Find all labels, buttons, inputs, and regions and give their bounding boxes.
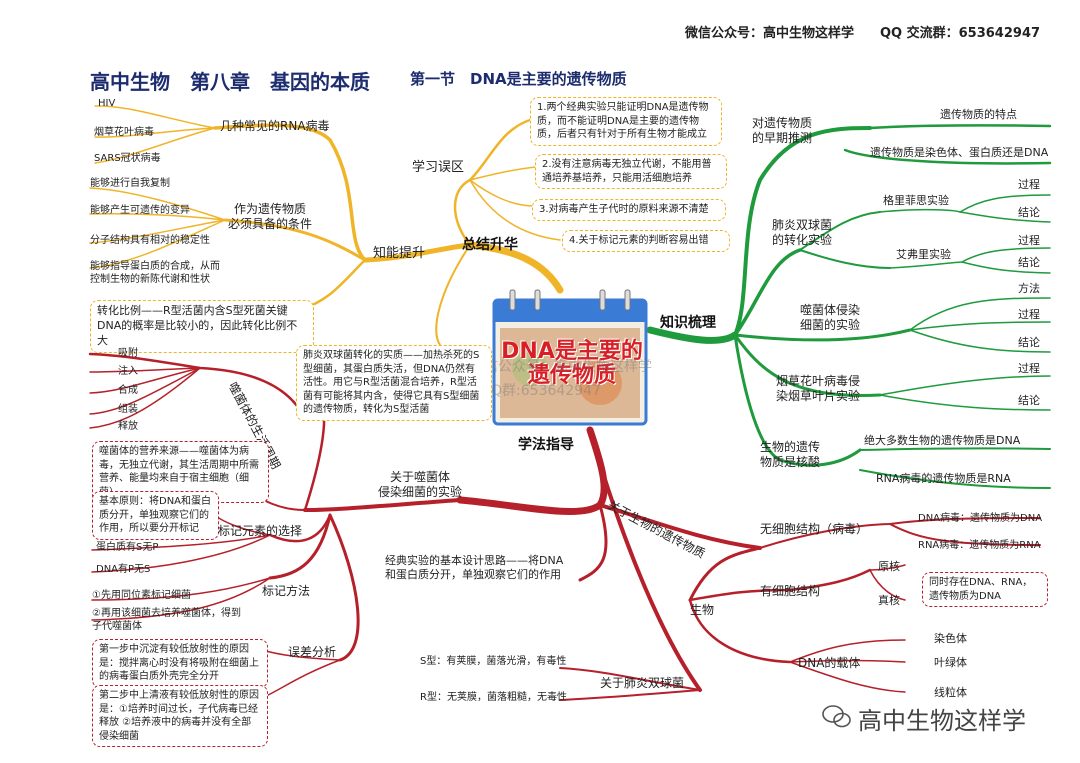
page-title: 高中生物 第八章 基因的本质 <box>90 70 370 94</box>
label-method-label: 标记方法 <box>262 584 311 598</box>
center-watermark-qq: QQ群:653642947 <box>480 383 601 399</box>
lifecycle-release: 释放 <box>118 421 138 432</box>
eukaryote-label: 真核 <box>878 594 900 607</box>
label-dna: DNA有P无S <box>96 564 151 575</box>
center-watermark: 微信公众号：高中生物这样学 <box>470 359 652 375</box>
lifecycle-synthesize: 合成 <box>118 385 138 396</box>
condition-3: 分子结构具有相对的稳定性 <box>90 235 210 246</box>
center-card <box>492 289 648 426</box>
avery-conclusion: 结论 <box>1018 256 1040 269</box>
griffith-label: 格里菲思实验 <box>883 194 949 207</box>
essence-box: 肺炎双球菌转化的实质——加热杀死的S型细菌，其蛋白质失活，但DNA仍然有活性。用… <box>296 345 492 421</box>
pneumo-s-type: S型：有荚膜，菌落光滑，有毒性 <box>420 656 567 667</box>
mistakes-label: 学习误区 <box>412 160 465 175</box>
conditions-label: 作为遗传物质 必须具备的条件 <box>228 202 313 231</box>
phage-conclusion: 结论 <box>1018 336 1040 349</box>
center-title: DNA是主要的遗传物质 <box>501 339 643 389</box>
phage-exp-label: 关于噬菌体 侵染细菌的实验 <box>378 470 463 499</box>
hub-method: 学法指导 <box>518 437 574 453</box>
phage-label: 噬菌体侵染 细菌的实验 <box>800 303 861 332</box>
pneumo-r-type: R型：无荚膜，菌落粗糙，无毒性 <box>420 692 567 703</box>
rna-virus-tmv: 烟草花叶病毒 <box>94 127 154 138</box>
mistake-4: 4.关于标记元素的判断容易出错 <box>562 230 730 252</box>
acellular-dna: DNA病毒：遗传物质为DNA <box>918 513 1043 524</box>
early-item-1: 遗传物质的特点 <box>940 108 1017 121</box>
condition-4: 能够指导蛋白质的合成，从而控制生物的新陈代谢和性状 <box>90 261 220 285</box>
biology-label: 生物 <box>690 603 715 617</box>
label-principle-box: 基本原则：将DNA和蛋白质分开，单独观察它们的作用，所以要分开标记 <box>92 491 219 540</box>
avery-process: 过程 <box>1018 234 1040 247</box>
mistake-2: 2.没有注意病毒无独立代谢，不能用普通培养基培养，只能用活细胞培养 <box>535 154 727 189</box>
header-wechat: 微信公众号：高中生物这样学 QQ 交流群：653642947 <box>685 26 1041 41</box>
carrier-mitochondria: 线粒体 <box>934 686 967 699</box>
early-label: 对遗传物质 的早期推测 <box>752 116 813 145</box>
tmv-process: 过程 <box>1018 362 1040 375</box>
lifecycle-adsorb: 吸附 <box>118 348 138 359</box>
ability-label: 知能提升 <box>373 246 426 261</box>
early-item-2: 遗传物质是染色体、蛋白质还是DNA <box>870 146 1049 159</box>
page-subtitle: 第一节 DNA是主要的遗传物质 <box>410 70 627 88</box>
label-method-1: ①先用同位素标记细菌 <box>92 590 191 601</box>
acellular-rna: RNA病毒：遗传物质为RNA <box>918 540 1041 551</box>
nucleic-label: 生物的遗传 物质是核酸 <box>760 440 821 469</box>
error-box-2: 第二步中上清液有较低放射性的原因是：①培养时间过长，子代病毒已经释放 ②培养液中… <box>92 685 268 747</box>
mistake-3: 3.对病毒产生子代时的原料来源不清楚 <box>532 199 726 221</box>
mistake-1: 1.两个经典实验只能证明DNA是遗传物质，而不能证明DNA是主要的遗传物质，后者… <box>530 97 722 146</box>
carrier-chromosome: 染色体 <box>934 632 967 645</box>
hub-summary: 总结升华 <box>462 237 518 253</box>
carrier-chloroplast: 叶绿体 <box>934 656 967 669</box>
phage-process: 过程 <box>1018 308 1040 321</box>
error-box-1: 第一步中沉淀有较低放射性的原因是：搅拌离心时没有将吸附在细菌上的病毒蛋白质外壳完… <box>92 639 268 688</box>
pneumo-label: 肺炎双球菌 的转化实验 <box>772 218 833 247</box>
lifecycle-inject: 注入 <box>118 366 138 377</box>
rna-virus-sars: SARS冠状病毒 <box>94 153 161 164</box>
tmv-label: 烟草花叶病毒侵 染烟草叶片实验 <box>776 374 861 403</box>
label-choice-label: 标记元素的选择 <box>218 524 303 538</box>
both-box: 同时存在DNA、RNA，遗传物质为DNA <box>922 572 1048 607</box>
error-label: 误差分析 <box>288 645 337 659</box>
cellular-label: 有细胞结构 <box>760 584 821 598</box>
condition-1: 能够进行自我复制 <box>90 178 170 189</box>
pneumo-method-label: 关于肺炎双球菌 <box>600 676 685 690</box>
condition-2: 能够产生可遗传的变异 <box>90 205 190 216</box>
hub-knowledge: 知识梳理 <box>660 315 716 331</box>
phage-method: 方法 <box>1018 282 1040 295</box>
footer-watermark: 高中生物这样学 <box>858 707 1026 735</box>
lifecycle-assemble: 组装 <box>118 404 138 415</box>
prokaryote-label: 原核 <box>878 560 900 573</box>
avery-label: 艾弗里实验 <box>896 248 951 261</box>
carrier-label: DNA的载体 <box>798 656 861 670</box>
rna-virus-hiv: HIV <box>98 98 116 109</box>
griffith-process: 过程 <box>1018 178 1040 191</box>
label-protein: 蛋白质有S无P <box>96 542 159 553</box>
wechat-icon <box>822 705 851 728</box>
griffith-conclusion: 结论 <box>1018 206 1040 219</box>
tmv-conclusion: 结论 <box>1018 394 1040 407</box>
acellular-label: 无细胞结构（病毒） <box>760 522 869 536</box>
nucleic-item-1: 绝大多数生物的遗传物质是DNA <box>864 434 1021 447</box>
rna-virus-label: 几种常见的RNA病毒 <box>220 119 330 133</box>
nucleic-item-2: RNA病毒的遗传物质是RNA <box>876 472 1011 485</box>
design-text: 经典实验的基本设计思路——将DNA 和蛋白质分开，单独观察它们的作用 <box>385 554 564 581</box>
conversion-box: 转化比例——R型活菌内含S型死菌关键DNA的概率是比较小的，因此转化比例不大 <box>90 300 314 353</box>
label-method-2: ②再用该细菌去培养噬菌体，得到子代噬菌体 <box>92 608 241 632</box>
